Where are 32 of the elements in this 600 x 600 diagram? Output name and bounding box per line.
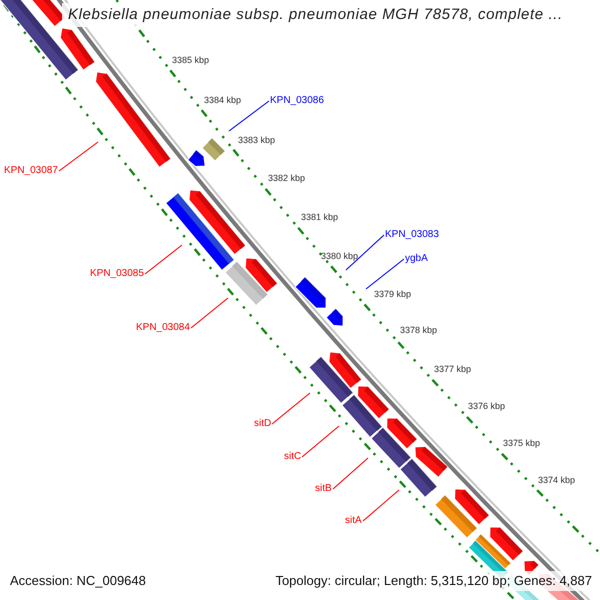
leader-line [302, 426, 340, 458]
gene-label: KPN_03084 [136, 322, 190, 334]
gene-label: KPN_03086 [270, 95, 324, 107]
leader-line [362, 490, 400, 522]
scale-label: 3375 kbp [503, 438, 540, 449]
scale-label: 3378 kbp [400, 325, 438, 336]
scale-label: 3384 kbp [204, 95, 242, 106]
leader-line [144, 244, 182, 274]
gene-label: sitB [315, 483, 332, 495]
gene-label: sitC [284, 451, 302, 463]
scale-label: 3382 kbp [268, 173, 306, 184]
leader-line [332, 458, 368, 490]
leader-line [346, 234, 384, 270]
scale-label: 3376 kbp [468, 401, 506, 412]
scale-label: 3383 kbp [238, 135, 276, 146]
gene-label: ygbA [405, 253, 428, 265]
scale-label: 3377 kbp [434, 364, 472, 375]
gene-label: sitA [345, 515, 362, 527]
leader-line [228, 100, 270, 132]
scale-label: 3381 kbp [301, 212, 338, 223]
gene-label: KPN_03083 [385, 229, 439, 241]
leader-line [58, 142, 98, 172]
gene-label: KPN_03085 [90, 268, 144, 280]
leader-line [366, 258, 404, 290]
leader-line [190, 298, 228, 328]
gene-label: sitD [254, 418, 272, 430]
scale-label: 3374 kbp [538, 475, 576, 486]
leader-line [272, 392, 310, 424]
scale-label: 3379 kbp [374, 289, 412, 300]
scale-label: 3385 kbp [172, 55, 210, 66]
gene-label: KPN_03087 [4, 165, 58, 177]
scale-label: 3380 kbp [321, 251, 358, 262]
